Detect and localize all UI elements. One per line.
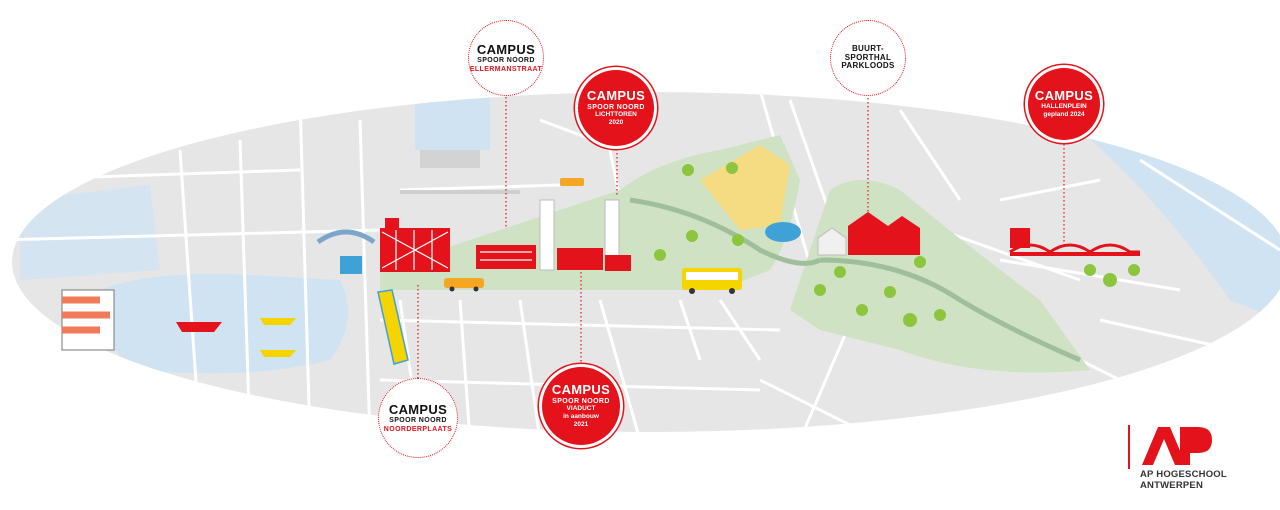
callout-leader-lines [417,97,1065,378]
car-orange [444,278,484,292]
callout-title: CAMPUS [1034,88,1094,104]
callout-year: 2020 [608,118,624,126]
water-canal-left [20,185,160,280]
callout-title: BUURT- [851,44,885,54]
callout-status: gepland 2024 [1043,110,1085,118]
building-viaduct [557,248,631,271]
ap-logo [1128,425,1212,469]
callout-location: ELLERMANSTRAAT [469,65,543,73]
boats [176,318,296,357]
callout-lichttoren: CAMPUS SPOOR NOORD LICHTTOREN 2020 [578,70,654,146]
logo-line-2: ANTWERPEN [1140,479,1204,491]
callout-ellermanstraat: CAMPUS SPOOR NOORD ELLERMANSTRAAT [468,20,544,96]
callout-status: in aanbouw [563,413,599,421]
callout-subtitle: SPORTHAL [844,52,892,62]
bridge [316,229,376,245]
logo-line-1: AP HOGESCHOOL [1140,469,1227,480]
building-noorderplaats [380,218,450,272]
callout-sporthal: BUURT- SPORTHAL PARKLOODS [830,20,906,96]
callout-subtitle: HALLENPLEIN [1041,103,1087,110]
car-small [560,178,584,186]
callout-hallenplein: CAMPUS HALLENPLEIN gepland 2024 [1028,68,1100,140]
callout-title: CAMPUS [476,41,536,57]
building-striped-left [61,289,115,351]
callout-location: LICHTTOREN [595,111,637,119]
buildings-block-1 [420,150,480,168]
railway-track [400,190,520,194]
park-path [629,197,1081,363]
pond [765,222,801,242]
callout-subtitle: SPOOR NOORD [477,57,535,65]
callout-title: CAMPUS [551,382,611,398]
playground [700,145,790,230]
building-hallenplein [1009,228,1140,256]
callout-subtitle: SPOOR NOORD [587,103,645,111]
bus [682,268,742,294]
trees [654,162,1140,327]
logo-text: AP HOGESCHOOL ANTWERPEN [1140,469,1227,492]
callout-location: PARKLOODS [841,61,895,71]
building-sporthal [817,212,920,256]
callout-subtitle: SPOOR NOORD [552,397,610,405]
callout-noorderplaats: CAMPUS SPOOR NOORD NOORDERPLAATS [378,378,458,458]
tower-lichttoren [539,199,620,271]
callout-title: CAMPUS [388,401,448,417]
water-basin-north [415,92,490,150]
water-dock [98,274,348,374]
callout-title: CAMPUS [586,88,646,104]
callout-location: NOORDERPLAATS [383,425,453,433]
callout-viaduct: CAMPUS SPOOR NOORD VIADUCT in aanbouw 20… [542,367,620,445]
callout-year: 2021 [573,420,589,428]
tram [377,289,409,365]
building-ellermanstraat [476,245,536,269]
callout-location: VIADUCT [566,405,596,413]
bus-stop [340,256,362,274]
callout-subtitle: SPOOR NOORD [389,417,447,425]
